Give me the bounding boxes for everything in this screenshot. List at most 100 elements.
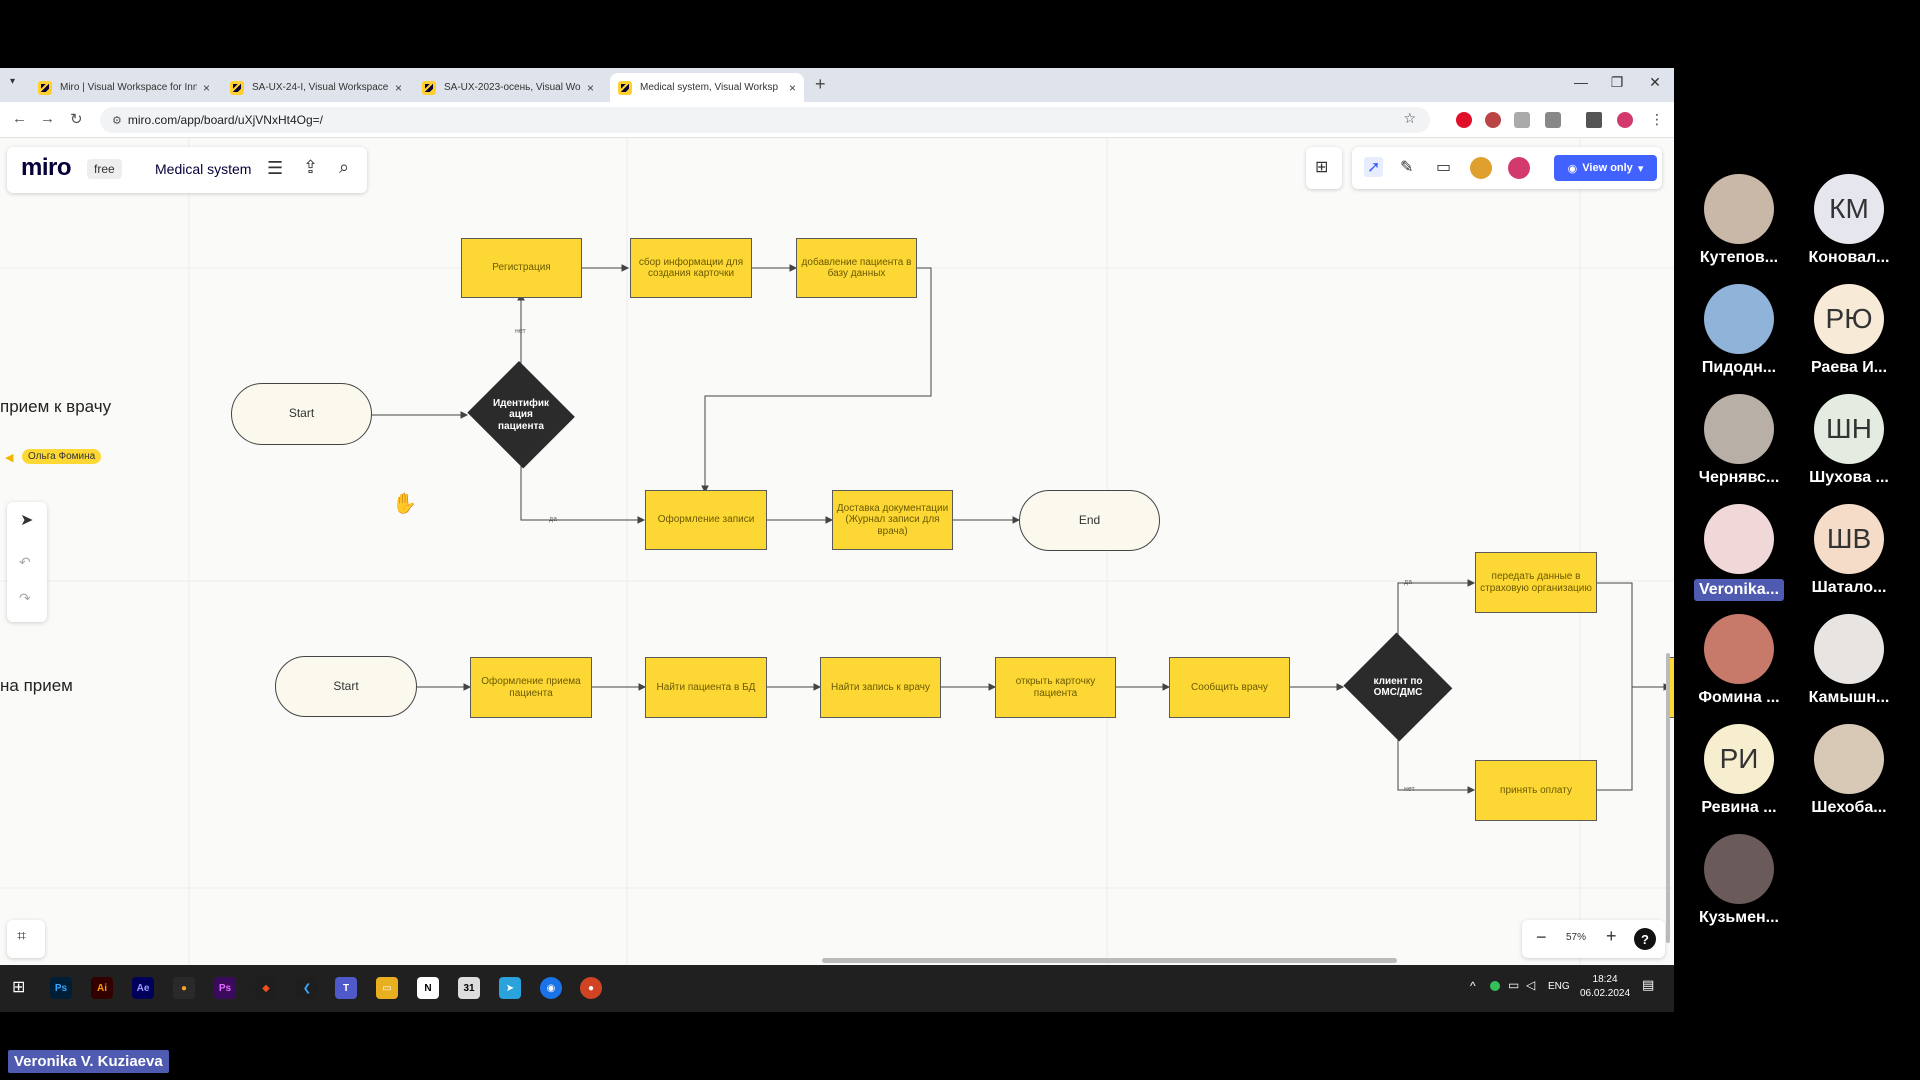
flow1-collect-info-node[interactable]: сбор информации для создания карточки	[630, 238, 752, 298]
flow2-step4-node[interactable]: открыть карточку пациента	[995, 657, 1116, 718]
opera-extension-icon[interactable]	[1456, 112, 1472, 128]
blender-app-icon[interactable]: ●	[173, 977, 195, 999]
flow1-registration-node[interactable]: Регистрация	[461, 238, 582, 298]
export-icon[interactable]: ⇪	[303, 157, 319, 177]
minimize-button[interactable]: —	[1574, 74, 1588, 90]
file-explorer-icon[interactable]: ▭	[376, 977, 398, 999]
flow2-decision-node[interactable]: клиент по ОМС/ДМС	[1343, 635, 1453, 739]
close-icon[interactable]: ×	[586, 80, 594, 95]
flow2-insurance-node[interactable]: передать данные в страховую организацию	[1475, 552, 1597, 613]
close-icon[interactable]: ×	[788, 80, 796, 95]
miro-logo[interactable]: miro	[21, 154, 72, 181]
browser-tab-1[interactable]: Miro | Visual Workspace for Inn ×	[30, 73, 218, 102]
network-icon[interactable]: ▭	[1508, 978, 1520, 992]
select-tool-icon[interactable]: ➤	[20, 512, 34, 529]
redo-icon[interactable]: ↷	[19, 590, 31, 606]
view-only-button[interactable]: ◉ View only ▾	[1554, 155, 1657, 181]
close-icon[interactable]: ×	[202, 80, 210, 95]
flow2-step2-node[interactable]: Найти пациента в БД	[645, 657, 767, 718]
windows-start-icon[interactable]: ⊞	[12, 979, 26, 996]
bookmark-star-icon[interactable]: ☆	[1403, 110, 1416, 126]
browser-tab-2[interactable]: SA-UX-24-I, Visual Workspace f ×	[222, 73, 410, 102]
flow2-step3-node[interactable]: Найти запись к врачу	[820, 657, 941, 718]
flow2-start-node[interactable]: Start	[275, 656, 417, 717]
apps-grid-icon[interactable]: ⊞	[1315, 159, 1329, 176]
miro-board-canvas[interactable]: прием к врачу на прием ◀ Ольга Фомина ✋ …	[0, 138, 1674, 965]
celebrate-icon[interactable]: ✎	[1400, 159, 1414, 176]
camera-extension-icon[interactable]	[1514, 112, 1530, 128]
user-avatar[interactable]	[1470, 157, 1492, 179]
tab-search-chevron-icon[interactable]: ▾	[10, 76, 16, 87]
close-icon[interactable]: ×	[394, 80, 402, 95]
flow2-payment-node[interactable]: принять оплату	[1475, 760, 1597, 821]
system-clock[interactable]: 18:24 06.02.2024	[1580, 973, 1630, 1001]
flow1-booking-node[interactable]: Оформление записи	[645, 490, 767, 550]
teams-app-icon[interactable]: T	[335, 977, 357, 999]
language-indicator[interactable]: ENG	[1548, 981, 1570, 992]
frames-icon[interactable]: ⌗	[17, 928, 27, 945]
illustrator-app-icon[interactable]: Ai	[91, 977, 113, 999]
telegram-app-icon[interactable]: ➤	[499, 977, 521, 999]
search-icon[interactable]: ⌕	[339, 157, 350, 177]
side-panel-icon[interactable]	[1586, 112, 1602, 128]
participant-tile[interactable]: Фомина ...	[1694, 614, 1784, 707]
volume-icon[interactable]: ◁	[1526, 978, 1536, 992]
tray-app-icon[interactable]	[1490, 981, 1500, 991]
after-effects-app-icon[interactable]: Ae	[132, 977, 154, 999]
undo-icon[interactable]: ↶	[19, 554, 31, 570]
browser-tab-4-active[interactable]: Medical system, Visual Worksp ×	[610, 73, 804, 102]
restore-button[interactable]: ❐	[1610, 74, 1624, 90]
powerpoint-app-icon[interactable]: ●	[580, 977, 602, 999]
vscode-app-icon[interactable]: ❮	[296, 977, 318, 999]
plan-badge[interactable]: free	[87, 159, 122, 179]
back-arrow-icon[interactable]: ←	[12, 110, 27, 127]
site-info-icon[interactable]: ⚙	[112, 114, 122, 127]
flow1-end-node[interactable]: End	[1019, 490, 1160, 551]
figma-app-icon[interactable]: ◆	[255, 977, 277, 999]
horizontal-scrollbar[interactable]	[822, 958, 1397, 963]
extension-icon[interactable]	[1485, 112, 1501, 128]
more-menu-icon[interactable]: ⋮	[1650, 111, 1664, 127]
zoom-out-icon[interactable]: −	[1536, 927, 1547, 947]
flow1-add-to-db-node[interactable]: добавление пациента в базу данных	[796, 238, 917, 298]
board-name[interactable]: Medical system	[155, 161, 252, 177]
user-avatar[interactable]	[1508, 157, 1530, 179]
flow2-step5-node[interactable]: Сообщить врачу	[1169, 657, 1290, 718]
zoom-level[interactable]: 57%	[1566, 932, 1587, 943]
puzzle-extensions-icon[interactable]	[1545, 112, 1561, 128]
tray-chevron-icon[interactable]: ^	[1470, 979, 1476, 993]
notifications-icon[interactable]: ▤	[1642, 977, 1655, 992]
main-menu-icon[interactable]: ☰	[267, 158, 284, 178]
reload-icon[interactable]: ↻	[70, 111, 83, 128]
pointer-reactions-icon[interactable]: ➚	[1364, 157, 1384, 177]
participant-tile[interactable]: Кузьмен...	[1694, 834, 1784, 927]
help-button[interactable]: ?	[1634, 928, 1656, 950]
calendar-app-icon[interactable]: 31	[458, 977, 480, 999]
participant-tile[interactable]: Камышн...	[1804, 614, 1894, 707]
participant-tile[interactable]: Кутепов...	[1694, 174, 1784, 267]
flow2-step1-node[interactable]: Оформление приема пациента	[470, 657, 592, 718]
participant-tile[interactable]: Чернявс...	[1694, 394, 1784, 487]
participant-tile[interactable]: Veronika...	[1694, 504, 1784, 601]
comments-icon[interactable]: ▭	[1436, 159, 1452, 176]
participant-tile[interactable]: Шехоба...	[1804, 724, 1894, 817]
profile-avatar[interactable]	[1617, 112, 1633, 128]
notion-app-icon[interactable]: N	[417, 977, 439, 999]
premiere-app-icon[interactable]: Ps	[214, 977, 236, 999]
flow1-start-node[interactable]: Start	[231, 383, 372, 445]
flow1-decision-node[interactable]: Идентифик ация пациента	[466, 364, 576, 466]
flow1-delivery-node[interactable]: Доставка документации (Журнал записи для…	[832, 490, 953, 550]
participant-tile[interactable]: Пидодн...	[1694, 284, 1784, 377]
photoshop-app-icon[interactable]: Ps	[50, 977, 72, 999]
browser-tab-3[interactable]: SA-UX-2023-осень, Visual Wor ×	[414, 73, 602, 102]
new-tab-button[interactable]: +	[815, 74, 826, 94]
vertical-scrollbar[interactable]	[1666, 653, 1670, 943]
zoom-in-icon[interactable]: +	[1606, 926, 1617, 946]
url-input[interactable]: ⚙ miro.com/app/board/uXjVNxHt4Og=/ ☆	[100, 107, 1430, 133]
chrome-app-icon[interactable]: ◉	[540, 977, 562, 999]
